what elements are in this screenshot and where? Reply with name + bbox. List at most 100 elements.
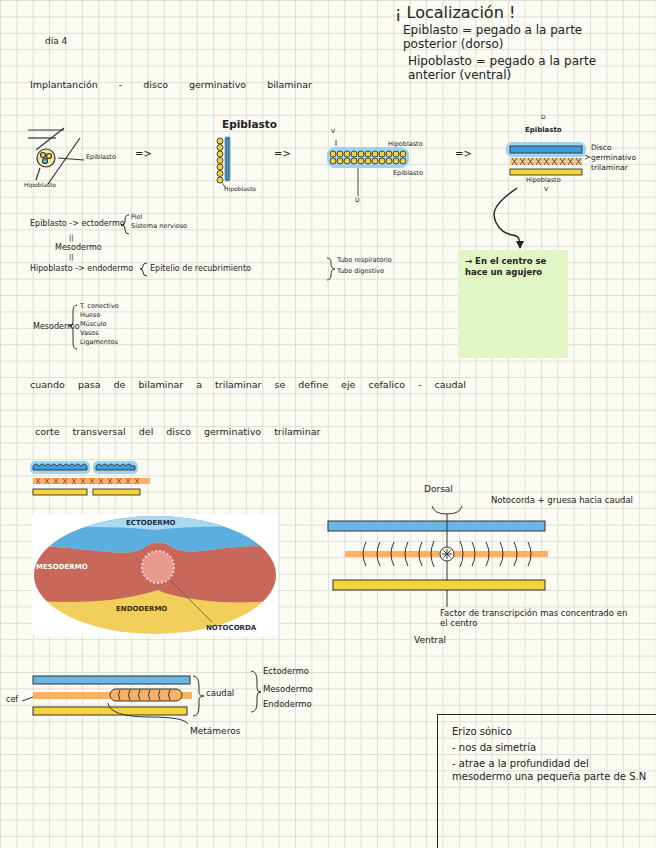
note-label: Epiblasto = pegado a la parte posterior … xyxy=(403,24,591,52)
note-label: Factor de transcripción mas concentrado … xyxy=(440,609,635,629)
note-label: D xyxy=(355,197,360,204)
node-text: - atrae a la profundidad del mesodermo u… xyxy=(452,757,648,783)
sketch-part xyxy=(333,580,545,590)
note-label: => xyxy=(274,148,291,160)
note-label: V xyxy=(544,186,548,193)
trilaminar-disc: Disco germinativo trilaminar xyxy=(505,141,653,186)
note-label: cuando pasa de bilaminar a trilaminar se… xyxy=(30,380,466,391)
cell-row-sketch xyxy=(393,158,399,164)
note-label: Epiblasto xyxy=(86,154,116,161)
implantation-sketch xyxy=(36,128,64,150)
metamere-diagram xyxy=(108,703,188,724)
note-label: V xyxy=(331,128,335,135)
metamere-diagram xyxy=(119,690,171,700)
note-label: ENDODERMO xyxy=(116,605,167,613)
cell-row-sketch xyxy=(365,151,371,157)
note-label: corte transversal del disco germinativo … xyxy=(35,427,321,438)
note-label: Hipoblasto xyxy=(526,177,561,184)
note-label: D xyxy=(541,114,546,121)
note-label: Hueso xyxy=(80,312,100,319)
note-label: Dorsal xyxy=(424,484,453,494)
sketch-part xyxy=(30,461,90,474)
note-label: Ligamentos xyxy=(80,339,118,346)
metamere-diagram xyxy=(22,697,33,701)
sketch-part xyxy=(33,478,150,484)
cell-row-sketch xyxy=(358,168,359,196)
cell-row-sketch xyxy=(344,151,350,157)
note-label: Tubo respiratorio xyxy=(337,257,392,264)
note-label: Hipoblasto xyxy=(388,141,423,148)
cell-column-sketch xyxy=(217,177,223,183)
cell-row-sketch xyxy=(337,151,343,157)
note-label: Mesodermo xyxy=(55,243,102,252)
note-label: NOTOCORDA xyxy=(206,624,256,632)
sketch-part xyxy=(327,147,409,168)
note-label: Epiblasto xyxy=(222,118,277,130)
note-label: || xyxy=(69,253,74,261)
cell-row-sketch xyxy=(372,158,378,164)
note-label: día 4 xyxy=(45,36,67,46)
small-trilaminar-sketch xyxy=(96,464,135,470)
note-box: Erizo sónico- nos da simetría- atrae a l… xyxy=(437,714,656,848)
cell-column-sketch xyxy=(217,145,223,151)
note-label: ECTODERMO xyxy=(126,519,176,527)
cell-row-sketch xyxy=(358,158,364,164)
sketch-part xyxy=(30,512,280,530)
note-label: > xyxy=(584,153,591,162)
cell-row-sketch xyxy=(351,158,357,164)
note-label: => xyxy=(455,148,472,160)
sketch-part xyxy=(93,489,140,495)
implantation-sketch xyxy=(37,149,55,167)
cell-row-sketch xyxy=(379,158,385,164)
cell-row-sketch xyxy=(337,158,343,164)
note-label: Hipoblasto -> endodermo xyxy=(30,264,133,273)
note-label: Hipoblasto = pegado a la parte anterior … xyxy=(408,55,598,83)
note-label: Notocorda + gruesa hacia caudal xyxy=(443,496,633,506)
implantation-sketch xyxy=(43,159,48,164)
sketch-part xyxy=(510,169,582,175)
note-label: Epiblasto -> ectodermo xyxy=(30,219,125,228)
cell-row-sketch xyxy=(400,151,406,157)
cell-column-sketch xyxy=(217,171,223,177)
cell-row-sketch xyxy=(400,158,406,164)
note-label: Hipoblasto xyxy=(224,186,256,193)
cell-row-sketch xyxy=(330,158,336,164)
note-label: Epiblasto xyxy=(393,170,423,177)
cell-row-sketch xyxy=(330,151,336,157)
node-heading: Erizo sónico xyxy=(452,725,648,738)
sketch-part xyxy=(510,146,582,153)
note-label: Piel xyxy=(131,214,142,221)
note-label: Sistema nervioso xyxy=(131,223,187,230)
metamere-diagram xyxy=(22,676,192,724)
sticky-note: → En el centro se hace un agujero xyxy=(458,250,568,358)
node-heading: → En el centro se hace un agujero xyxy=(465,256,561,278)
note-label: Hipoblasto xyxy=(24,182,56,189)
cell-row-sketch xyxy=(336,140,337,146)
small-trilaminar-sketch xyxy=(36,478,139,484)
implantation-sketch xyxy=(28,128,84,184)
note-label: Implantanción - disco germinativo bilami… xyxy=(30,80,312,91)
implantation-sketch xyxy=(36,168,40,180)
cell-row-sketch xyxy=(379,151,385,157)
brace xyxy=(251,671,261,712)
note-label: ¡ Localización ! xyxy=(395,4,515,22)
note-label: Mesodermo xyxy=(263,685,313,695)
sketch-part xyxy=(30,512,280,553)
sketch-part xyxy=(33,676,190,684)
sketch-part xyxy=(33,489,87,495)
note-label: T. conectivo xyxy=(80,303,119,310)
cell-row-sketch xyxy=(327,140,409,196)
cell-column-sketch xyxy=(217,158,223,164)
note-label: Endodermo xyxy=(263,700,312,710)
trilaminar-disc-sketch xyxy=(512,158,581,165)
cross-section-image xyxy=(170,580,212,622)
note-label: MESODERMO xyxy=(36,563,88,571)
note-label: Metámeros xyxy=(190,726,240,736)
implantation-sketch xyxy=(28,129,64,130)
notochord-diagram xyxy=(432,506,462,514)
cell-row-sketch xyxy=(358,151,364,157)
cell-column-sketch xyxy=(217,164,223,170)
note-label: => xyxy=(135,148,152,160)
sketch-part xyxy=(226,138,229,180)
brace xyxy=(193,676,204,716)
